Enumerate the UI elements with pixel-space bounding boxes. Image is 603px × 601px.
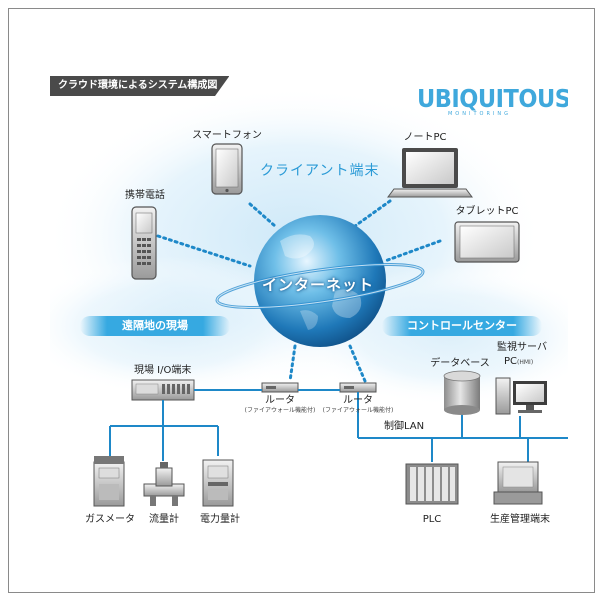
control-lan-label: 制御LAN bbox=[384, 421, 425, 432]
plc-label: PLC bbox=[422, 514, 442, 525]
flow-meter-icon bbox=[143, 462, 185, 506]
internet-globe bbox=[215, 215, 425, 347]
monitoring-server-icon bbox=[495, 377, 547, 415]
logo-sub-text: MONITORING bbox=[447, 111, 512, 117]
logo-main-text: UBIQUITOUS bbox=[417, 84, 568, 113]
remote-site-heading: 遠隔地の現場 bbox=[80, 316, 230, 336]
control-center-heading: コントロールセンター bbox=[382, 316, 542, 336]
monitoring-server-label: 監視サーバ bbox=[497, 342, 547, 353]
router-icon bbox=[339, 382, 377, 393]
router-icon bbox=[261, 382, 299, 393]
monitoring-server-pc-label: PC(HMI) bbox=[504, 356, 533, 368]
database-label: データベース bbox=[430, 358, 490, 369]
router-note: (ファイアウォール機能付) bbox=[244, 407, 316, 414]
field-io-terminal-label: 現場 I/O端末 bbox=[134, 365, 192, 376]
router-label: ルータ bbox=[265, 395, 295, 406]
monitoring-server-pc-text: PC bbox=[504, 356, 518, 367]
router-label: ルータ bbox=[343, 395, 373, 406]
monitoring-server-hmi-text: (HMI) bbox=[517, 359, 534, 366]
tablet-pc-icon bbox=[454, 221, 520, 263]
network-lines bbox=[109, 389, 568, 462]
router-note: (ファイアウォール機能付) bbox=[322, 407, 394, 414]
internet-label: インターネット bbox=[262, 276, 375, 294]
tablet-pc-label: タブレットPC bbox=[455, 206, 519, 217]
smartphone-icon bbox=[211, 143, 243, 195]
smartphone-label: スマートフォン bbox=[192, 130, 262, 141]
gas-meter-icon bbox=[93, 456, 125, 507]
ubiquitous-logo: UBIQUITOUS MONITORING bbox=[417, 84, 568, 118]
outer-frame bbox=[8, 8, 595, 593]
database-icon bbox=[443, 370, 481, 415]
client-terminals-title: クライアント端末 bbox=[260, 163, 380, 179]
gas-meter-label: ガスメータ bbox=[85, 514, 135, 525]
client-links bbox=[156, 199, 442, 383]
notebook-pc-icon bbox=[387, 148, 473, 198]
production-terminal-label: 生産管理端末 bbox=[490, 514, 550, 525]
production-terminal-icon bbox=[493, 461, 543, 505]
power-meter-label: 電力量計 bbox=[200, 514, 240, 525]
system-diagram: クラウド環境によるシステム構成図 UBIQUITOUS MONITORING ク… bbox=[50, 76, 568, 544]
notebook-pc-label: ノートPC bbox=[403, 132, 447, 143]
diagram-title: クラウド環境によるシステム構成図 bbox=[50, 76, 230, 96]
mobile-phone-label: 携帯電話 bbox=[125, 190, 165, 201]
flow-meter-label: 流量計 bbox=[149, 514, 179, 525]
diagram-artwork bbox=[50, 86, 568, 507]
power-meter-icon bbox=[202, 459, 234, 507]
plc-icon bbox=[405, 463, 459, 505]
mobile-phone-icon bbox=[131, 206, 157, 280]
field-io-terminal-icon bbox=[131, 379, 195, 401]
